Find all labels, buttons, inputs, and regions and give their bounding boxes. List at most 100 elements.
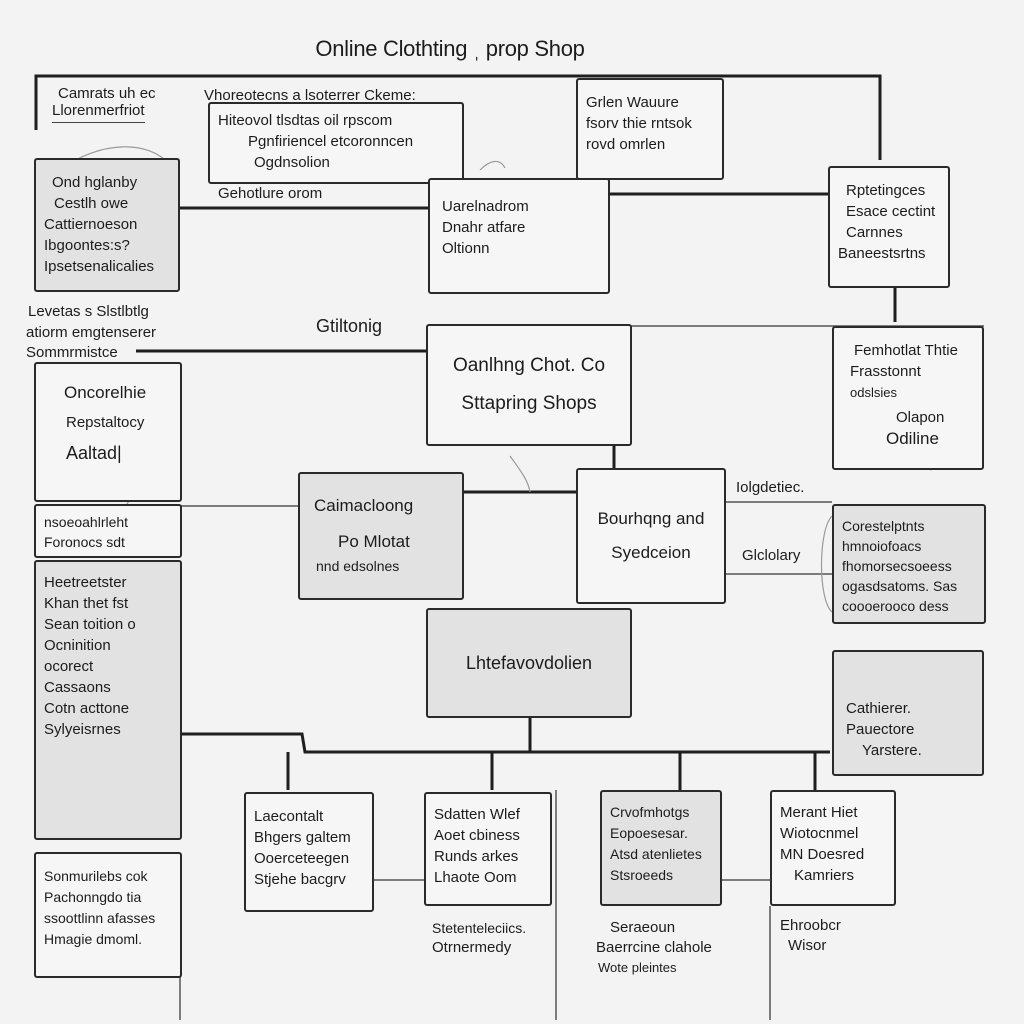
node-text: Cathierer. bbox=[846, 700, 912, 717]
node-text: fhomorsecsoeess bbox=[842, 558, 952, 574]
under-b2-label-1: Stetenteleciics. bbox=[432, 920, 527, 936]
left-mid-label-2: atiorm emgtenserer bbox=[26, 324, 157, 341]
node-text: Sylyeisrnes bbox=[44, 721, 121, 738]
top-left-label-1: Camrats uh ec bbox=[58, 85, 156, 102]
node-top-right: Grlen Wauure fsorv thie rntsok rovd omrl… bbox=[576, 78, 724, 180]
gitlong-label: Gtiltonig bbox=[316, 316, 383, 336]
node-catalog: Caimacloong Po Mlotat nnd edsolnes bbox=[298, 472, 464, 600]
node-text: Eopoesesar. bbox=[610, 825, 688, 841]
node-text: Oanlhng Chot. Co bbox=[452, 355, 606, 376]
node-center-upper: Uarelnadrom Dnahr atfare Oltionn bbox=[428, 178, 610, 294]
node-text: Runds arkes bbox=[434, 848, 519, 865]
node-text: Rptetingces bbox=[846, 182, 926, 199]
node-bottom-4: Merant Hiet Wiotocnmel MN Doesred Kamrie… bbox=[770, 790, 896, 906]
under-b3-label-1: Seraeoun bbox=[610, 919, 676, 936]
node-bottom-3: Crvofmhotgs Eopoesesar. Atsd atenlietes … bbox=[600, 790, 722, 906]
left-mid-label-3: Sommrmistce bbox=[26, 344, 118, 361]
under-b3-label-3: Wote pleintes bbox=[598, 960, 677, 975]
node-text: Ibgoontes:s? bbox=[44, 237, 130, 254]
bus-main bbox=[180, 732, 830, 754]
under-b2-label-2: Otrnermedy bbox=[432, 939, 512, 956]
node-text: Wiotocnmel bbox=[780, 825, 859, 842]
node-text: ssoottlinn afasses bbox=[44, 910, 156, 926]
under-b3-label-2: Baerrcine clahole bbox=[596, 939, 712, 956]
node-text: Lhtefavovdolien bbox=[465, 652, 593, 673]
node-text: Aaltad| bbox=[66, 443, 122, 463]
node-bottom-2: Sdatten Wlef Aoet cbiness Runds arkes Lh… bbox=[424, 792, 552, 906]
node-text: Bourhqng and bbox=[597, 509, 705, 528]
node-text: Pauectore bbox=[846, 721, 915, 738]
node-text: Pgnfiriencel etcoronncen bbox=[248, 133, 414, 150]
top-left-label-2: Llorenmerfriot bbox=[52, 101, 145, 123]
node-text: Atsd atenlietes bbox=[610, 846, 702, 862]
node-text: Corestelptnts bbox=[842, 518, 925, 534]
node-text: Oltionn bbox=[442, 240, 490, 257]
node-text: Olapon bbox=[896, 409, 945, 426]
node-text: odslsies bbox=[850, 385, 897, 400]
node-text: Oncorelhie bbox=[64, 383, 147, 402]
node-text: Aoet cbiness bbox=[434, 827, 520, 844]
node-text: Foronocs sdt bbox=[44, 534, 125, 550]
node-text: Stsroeeds bbox=[610, 867, 674, 883]
node-text: Sonmurilebs cok bbox=[44, 868, 148, 884]
node-booking: Bourhqng and Syedceion bbox=[576, 468, 726, 604]
under-b4-label-1: Ehroobcr bbox=[780, 917, 841, 934]
node-text: Sean toition o bbox=[44, 616, 136, 633]
node-text: Ooerceteegen bbox=[254, 850, 350, 867]
node-text: nnd edsolnes bbox=[316, 558, 400, 574]
node-text: Cattiernoeson bbox=[44, 216, 138, 233]
node-text: Hmagie dmoml. bbox=[44, 931, 143, 947]
node-text: Ocninition bbox=[44, 637, 111, 654]
node-text: Odiline bbox=[886, 429, 939, 448]
node-text: hmnoiofoacs bbox=[842, 538, 922, 554]
node-text: Sttapring Shops bbox=[461, 393, 597, 414]
node-text: Sdatten Wlef bbox=[434, 806, 520, 823]
under-b4-label-2: Wisor bbox=[788, 937, 827, 954]
node-text: Cestlh owe bbox=[54, 195, 129, 212]
node-integration: Lhtefavovdolien bbox=[426, 608, 632, 718]
node-right-upper: Rptetingces Esace cectint Carnnes Banees… bbox=[828, 166, 950, 288]
gldary-label: Glclolary bbox=[742, 547, 801, 564]
node-text: Uarelnadrom bbox=[442, 198, 529, 215]
node-text: coooerooco dess bbox=[842, 598, 949, 614]
node-text: Stjehe bacgrv bbox=[254, 871, 346, 888]
node-text: Grlen Wauure bbox=[586, 94, 679, 111]
node-bottom-1: Laecontalt Bhgers galtem Ooerceteegen St… bbox=[244, 792, 374, 912]
node-main-shop: Oanlhng Chot. Co Sttapring Shops bbox=[426, 324, 632, 446]
node-text: Pachonngdo tia bbox=[44, 889, 142, 905]
node-right-lower: Corestelptnts hmnoiofoacs fhomorsecsoees… bbox=[832, 504, 986, 624]
node-text: Ipsetsenalicalies bbox=[44, 258, 155, 275]
node-text: rovd omrlen bbox=[586, 136, 666, 153]
diagram-title: Online Clothting ˌ prop Shop bbox=[315, 36, 585, 61]
node-text: Merant Hiet bbox=[780, 804, 858, 821]
curve-top bbox=[479, 160, 506, 171]
node-text: Yarstere. bbox=[862, 742, 922, 759]
node-text: Carnnes bbox=[846, 224, 903, 241]
curve-right-bracket bbox=[820, 515, 833, 613]
node-text: Hiteovol tlsdtas oil rpscom bbox=[218, 112, 393, 129]
node-left-long: Heetreetster Khan thet fst Sean toition … bbox=[34, 560, 182, 840]
node-text: Lhaote Oom bbox=[434, 869, 517, 886]
node-right-middle: Femhotlat Thtie Frasstonnt odslsies Olap… bbox=[832, 326, 984, 470]
node-left-middle: Oncorelhie Repstaltocy Aaltad| bbox=[34, 362, 182, 502]
node-text: nsoeoahlrleht bbox=[44, 514, 129, 530]
node-text: Ogdnsolion bbox=[254, 154, 330, 171]
node-text: Cotn acttone bbox=[44, 700, 130, 717]
left-mid-label-1: Levetas s Slstlbtlg bbox=[28, 303, 149, 320]
node-text: ogasdsatoms. Sas bbox=[842, 578, 958, 594]
top-middle-header: Vhoreotecns a lsoterrer Ckeme: bbox=[204, 87, 416, 104]
node-text: Baneestsrtns bbox=[838, 245, 926, 262]
node-text: fsorv thie rntsok bbox=[586, 115, 692, 132]
node-text: Kamriers bbox=[794, 867, 855, 884]
curve-center bbox=[509, 455, 531, 493]
logdetec-label: Iolgdetiec. bbox=[736, 479, 805, 496]
node-top-middle: Hiteovol tlsdtas oil rpscom Pgnfiriencel… bbox=[208, 102, 464, 184]
node-text: Caimacloong bbox=[314, 496, 414, 515]
node-right-bottom: Cathierer. Pauectore Yarstere. bbox=[832, 650, 984, 776]
node-text: Esace cectint bbox=[846, 203, 936, 220]
node-text: Laecontalt bbox=[254, 808, 324, 825]
node-text: Repstaltocy bbox=[66, 414, 145, 431]
node-text: Heetreetster bbox=[44, 574, 127, 591]
node-text: Po Mlotat bbox=[338, 532, 410, 551]
